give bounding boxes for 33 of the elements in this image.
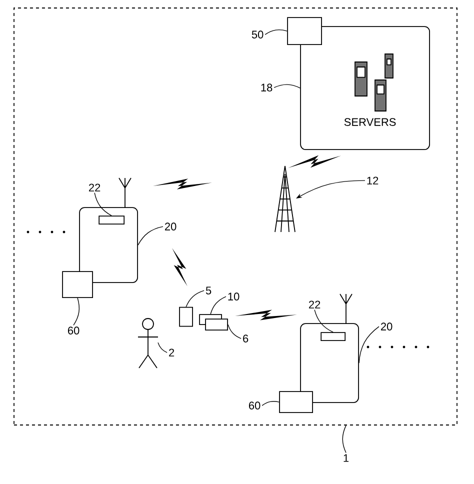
reference-numeral: 6: [243, 334, 248, 342]
reference-numeral: 60: [249, 402, 260, 410]
unit-box: [205, 318, 228, 330]
unit-box: [62, 271, 93, 298]
server-box: SERVERS: [300, 26, 430, 150]
leader-line: [138, 226, 164, 246]
radio-tower: [274, 166, 296, 232]
reference-numeral: 1: [344, 454, 349, 462]
leader-line: [210, 296, 226, 314]
reference-numeral: 50: [252, 30, 264, 38]
reference-numeral: 22: [88, 184, 100, 192]
reference-numeral: 18: [261, 84, 272, 92]
reference-numeral: 20: [164, 222, 176, 230]
leader-line: [73, 298, 80, 326]
leader-line: [358, 326, 380, 364]
leader-line: [186, 290, 204, 308]
device-cylinder: [179, 306, 193, 327]
reference-numeral: 5: [206, 286, 212, 294]
leader-line: [274, 84, 300, 88]
unit-box: [287, 17, 322, 45]
leader-line: [158, 342, 168, 353]
reference-numeral: 60: [68, 326, 80, 334]
person: [138, 318, 158, 368]
reference-numeral: 20: [380, 322, 392, 330]
unit-box: [279, 391, 313, 413]
leader-line: [262, 401, 280, 406]
leader-line: [264, 29, 288, 35]
leader-line: [228, 324, 242, 339]
reference-numeral: 12: [367, 176, 378, 184]
reference-numeral: 2: [169, 348, 174, 356]
reference-numeral: 22: [308, 300, 320, 308]
leader-line: [342, 425, 346, 454]
reference-numeral: 10: [228, 292, 240, 300]
